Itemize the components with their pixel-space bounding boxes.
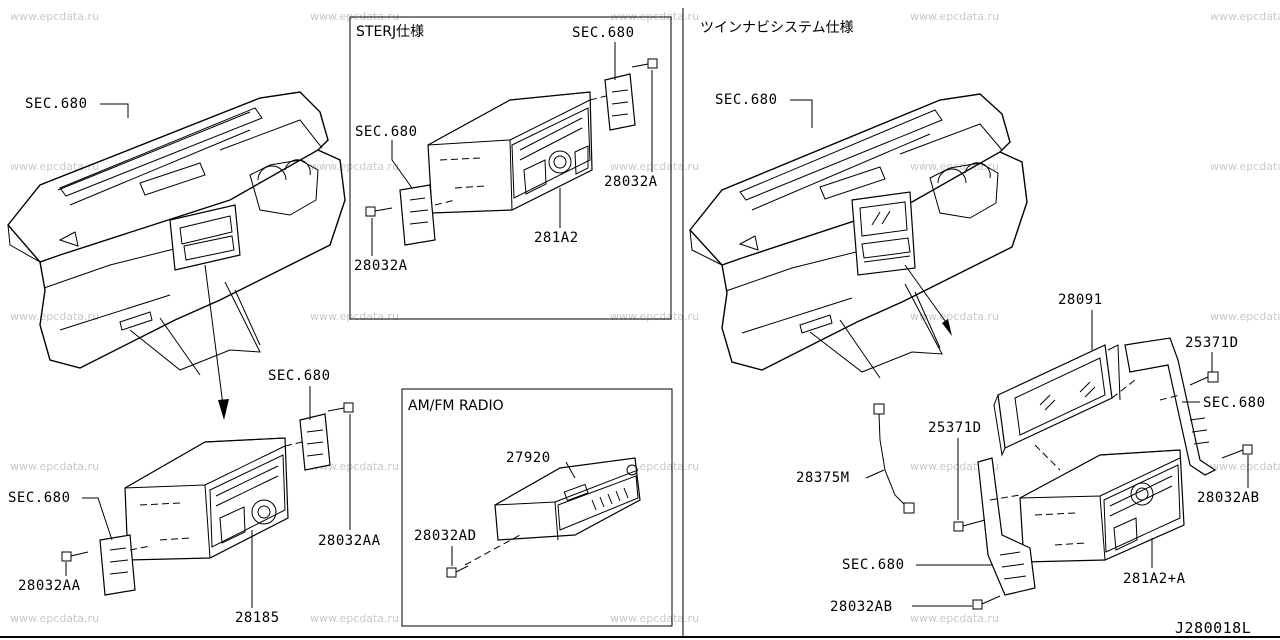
sterj-box-title: STERJ仕様 xyxy=(356,24,424,40)
nav-display-28091 xyxy=(993,344,1121,457)
bolt xyxy=(327,402,354,413)
dashboard-left xyxy=(7,91,346,376)
watermark: www.epcdata.ru xyxy=(310,612,399,625)
label-sec680: SEC.680 xyxy=(715,92,778,108)
label-sec680: SEC.680 xyxy=(25,96,88,112)
label-28185: 28185 xyxy=(235,610,280,626)
leader-line xyxy=(865,469,885,479)
watermark: www.epcdata.ru xyxy=(610,612,699,625)
label-sec680: SEC.680 xyxy=(1203,395,1266,411)
bolt xyxy=(365,206,393,217)
watermark: www.epcdata.ru xyxy=(310,460,399,473)
watermark: www.epcdata.ru xyxy=(310,310,399,323)
arrow-line xyxy=(904,264,949,326)
bolt xyxy=(446,565,469,578)
label-sec680: SEC.680 xyxy=(572,25,635,41)
label-28032A: 28032A xyxy=(354,258,408,274)
watermark: www.epcdata.ru xyxy=(910,10,999,23)
watermark: www.epcdata.ru xyxy=(10,10,99,23)
watermark: www.epcdata.ru xyxy=(910,612,999,625)
dashboard-right xyxy=(689,93,1028,379)
diagram-id: J280018L xyxy=(1175,619,1251,637)
label-28032AB: 28032AB xyxy=(1197,490,1260,506)
watermark: www.epcdata.ru xyxy=(1210,460,1280,473)
watermark: www.epcdata.ru xyxy=(1210,310,1280,323)
arrow-line xyxy=(204,264,224,406)
label-28375M: 28375M xyxy=(796,470,850,486)
watermark: www.epcdata.ru xyxy=(310,160,399,173)
bolt xyxy=(1221,444,1253,459)
label-sec680: SEC.680 xyxy=(355,124,418,140)
bolt xyxy=(972,595,1001,610)
bolt xyxy=(61,551,89,562)
watermark: www.epcdata.ru xyxy=(910,310,999,323)
sterj-box: STERJ仕様 xyxy=(349,16,672,320)
label-28032AB: 28032AB xyxy=(830,599,893,615)
label-28032AA: 28032AA xyxy=(18,578,81,594)
harness-28375M xyxy=(873,403,915,514)
label-28032AA: 28032AA xyxy=(318,533,381,549)
amfm-box: AM/FM RADIO xyxy=(401,388,673,627)
leader-line xyxy=(565,461,576,479)
amfm-box-title: AM/FM RADIO xyxy=(408,398,504,414)
watermark: www.epcdata.ru xyxy=(610,310,699,323)
label-sec680: SEC.680 xyxy=(268,368,331,384)
label-281A2A: 281A2+A xyxy=(1123,571,1186,587)
label-27920: 27920 xyxy=(506,450,551,466)
bolt xyxy=(631,58,658,69)
leader-line xyxy=(790,99,813,128)
label-28032AD: 28032AD xyxy=(414,528,477,544)
label-281A2: 281A2 xyxy=(534,230,579,246)
label-sec680: SEC.680 xyxy=(8,490,71,506)
label-sec680: SEC.680 xyxy=(842,557,905,573)
watermark: www.epcdata.ru xyxy=(1210,10,1280,23)
head-unit-28185 xyxy=(61,402,354,596)
label-28091: 28091 xyxy=(1058,292,1103,308)
arrow-head xyxy=(942,319,952,336)
leader-line xyxy=(82,497,113,541)
watermark: www.epcdata.ru xyxy=(10,612,99,625)
leader-line xyxy=(391,140,413,189)
bolt xyxy=(953,519,986,532)
bolt xyxy=(1189,371,1219,386)
watermark: www.epcdata.ru xyxy=(10,310,99,323)
label-25371D: 25371D xyxy=(928,420,982,436)
bracket-right xyxy=(1111,337,1253,476)
label-28032A: 28032A xyxy=(604,174,658,190)
watermark: www.epcdata.ru xyxy=(1210,160,1280,173)
watermark: www.epcdata.ru xyxy=(610,160,699,173)
watermark: www.epcdata.ru xyxy=(910,460,999,473)
arrow-head xyxy=(218,399,229,420)
twin-navi-title: ツインナビシステム仕様 xyxy=(700,20,854,36)
watermark: www.epcdata.ru xyxy=(10,460,99,473)
watermarks: www.epcdata.ru www.epcdata.ru www.epcdat… xyxy=(10,10,1280,625)
label-25371D: 25371D xyxy=(1185,335,1239,351)
bracket-left-right xyxy=(953,457,1036,610)
leader-line xyxy=(100,103,129,118)
head-unit-281A2A xyxy=(1019,444,1185,563)
